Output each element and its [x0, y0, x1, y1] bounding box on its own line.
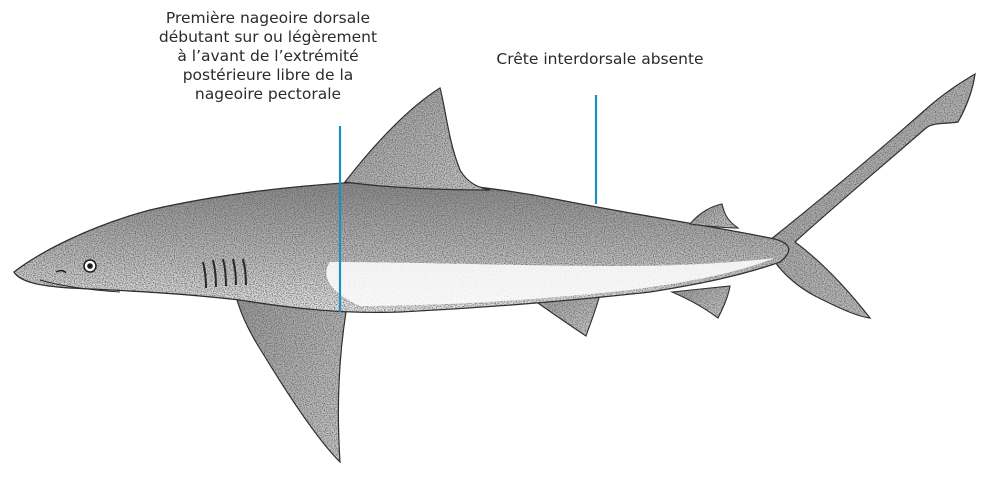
annotation-line: postérieure libre de la	[118, 66, 418, 85]
annotation-line: débutant sur ou légèrement	[118, 28, 418, 47]
annotation-first-dorsal-fin: Première nageoire dorsale débutant sur o…	[118, 9, 418, 104]
second-dorsal-fin	[690, 204, 738, 228]
annotation-line: à l’avant de l’extrémité	[118, 47, 418, 66]
annotation-line: nageoire pectorale	[118, 85, 418, 104]
annotation-line: Première nageoire dorsale	[118, 9, 418, 28]
caudal-fin	[770, 74, 975, 318]
anal-fin	[672, 286, 730, 318]
shark-eye	[84, 260, 96, 272]
annotation-interdorsal-ridge: Crête interdorsale absente	[470, 50, 730, 69]
pectoral-fin	[236, 296, 346, 462]
